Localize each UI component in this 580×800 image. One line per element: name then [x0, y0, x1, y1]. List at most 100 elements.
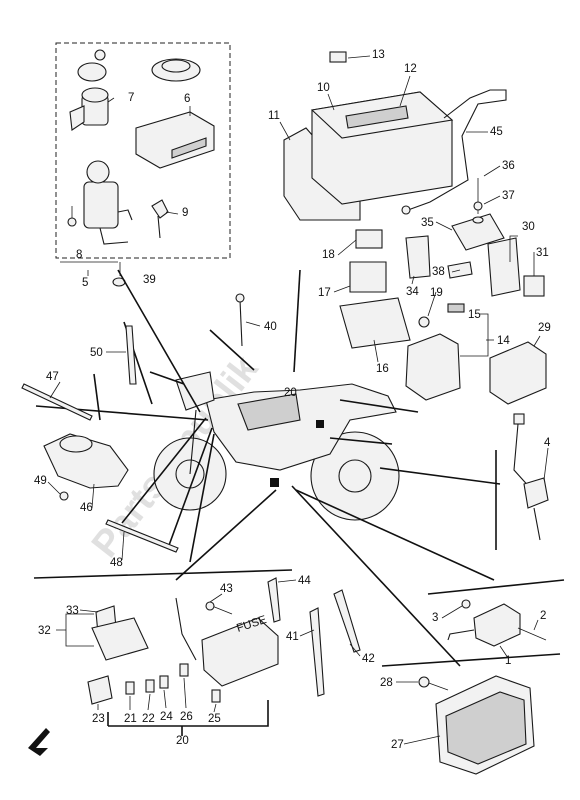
regulator-27 — [418, 675, 535, 775]
ignition-group-box — [55, 42, 231, 259]
callout-20: 20 — [284, 387, 297, 399]
callout-29: 29 — [538, 322, 551, 334]
callout-23: 23 — [92, 713, 105, 725]
callout-3: 3 — [432, 612, 438, 624]
bolt-43 — [211, 605, 233, 615]
key-9 — [151, 199, 169, 239]
relay-group — [339, 178, 547, 405]
callout-leaders — [47, 55, 549, 745]
sensor-4 — [513, 413, 549, 541]
callout-16: 16 — [376, 363, 389, 375]
callout-37: 37 — [502, 190, 515, 202]
bolt-19 — [418, 316, 430, 328]
callout-36: 36 — [502, 160, 515, 172]
main-switch — [83, 181, 119, 229]
ignition-group — [55, 42, 231, 259]
clamp-40 — [239, 299, 243, 347]
callout-31: 31 — [536, 247, 549, 259]
fuse-21 — [125, 681, 135, 695]
fuse-26 — [179, 663, 189, 677]
bolt-39 — [112, 262, 126, 287]
callout-45: 45 — [490, 126, 503, 138]
callout-25: 25 — [208, 713, 221, 725]
callout-7: 7 — [128, 92, 134, 104]
fusebox-group: FUSE — [87, 577, 361, 736]
switch-1 — [447, 599, 547, 647]
callout-11: 11 — [268, 110, 280, 122]
callout-19: 19 — [430, 287, 443, 299]
battery-group — [283, 51, 507, 221]
callout-28: 28 — [380, 677, 393, 689]
washer-3 — [461, 599, 471, 609]
callout-42: 42 — [362, 653, 375, 665]
washer-37 — [473, 201, 483, 211]
fuse-25 — [211, 689, 221, 703]
bracket-17 — [349, 261, 387, 293]
callout-46: 46 — [80, 502, 93, 514]
callout-34: 34 — [406, 286, 419, 298]
callout-10: 10 — [317, 82, 330, 94]
callout-8: 8 — [76, 249, 82, 261]
relay-32 — [91, 617, 149, 661]
callout-48: 48 — [110, 557, 123, 569]
callout-15: 15 — [468, 309, 481, 321]
callout-43: 43 — [220, 583, 233, 595]
key-cylinder-cap — [77, 62, 107, 82]
battery-strap-12 — [345, 105, 409, 129]
callout-41: 41 — [286, 631, 299, 643]
callout-20-b: 20 — [176, 735, 189, 747]
band-41 — [309, 607, 325, 697]
callout-40: 40 — [264, 321, 277, 333]
callout-22: 22 — [142, 713, 155, 725]
callout-1: 1 — [505, 655, 511, 667]
relay-34 — [405, 235, 431, 279]
callout-27: 27 — [391, 739, 404, 751]
starter-relay-14 — [405, 333, 461, 401]
bolt-49 — [59, 491, 69, 501]
callout-35: 35 — [421, 217, 434, 229]
callout-38: 38 — [432, 266, 445, 278]
bolt-28 — [425, 681, 449, 691]
marker-square-1 — [316, 420, 324, 428]
callout-33: 33 — [66, 605, 79, 617]
callout-4: 4 — [544, 437, 551, 449]
cap-31 — [523, 275, 545, 297]
callout-13: 13 — [372, 49, 385, 61]
callout-2: 2 — [540, 610, 546, 622]
callout-47: 47 — [46, 371, 59, 383]
direction-arrow-icon — [28, 728, 50, 756]
fuse-22 — [145, 679, 155, 693]
fuse-box — [201, 617, 279, 687]
callout-24: 24 — [160, 711, 173, 723]
callout-17: 17 — [318, 287, 331, 299]
fuse-15 — [447, 303, 465, 313]
callout-26: 26 — [180, 711, 193, 723]
tag-13 — [329, 51, 347, 63]
callout-14: 14 — [497, 335, 510, 347]
callout-21: 21 — [124, 713, 137, 725]
band-44 — [267, 577, 281, 623]
callout-6: 6 — [184, 93, 190, 105]
callout-5: 5 — [82, 277, 88, 289]
callout-50: 50 — [90, 347, 103, 359]
callout-39: 39 — [143, 274, 156, 286]
callout-labels: 1 2 3 4 5 6 7 8 9 10 11 12 13 14 15 16 1… — [34, 49, 551, 751]
callout-32: 32 — [38, 625, 51, 637]
callout-9: 9 — [182, 207, 188, 219]
band-42 — [333, 589, 361, 653]
pad-18 — [355, 229, 383, 249]
band-48 — [105, 519, 179, 553]
group-line — [117, 269, 201, 413]
band-47 — [21, 383, 93, 421]
fuse-24 — [159, 675, 169, 689]
ecu-29 — [489, 341, 547, 405]
tie-wrap-50 — [125, 325, 137, 385]
relay-23 — [87, 675, 113, 705]
callout-44: 44 — [298, 575, 311, 587]
holder-16 — [339, 297, 411, 349]
motorcycle — [153, 371, 400, 521]
marker-square-2 — [270, 478, 279, 487]
callout-18: 18 — [322, 249, 335, 261]
callout-12: 12 — [404, 63, 417, 75]
